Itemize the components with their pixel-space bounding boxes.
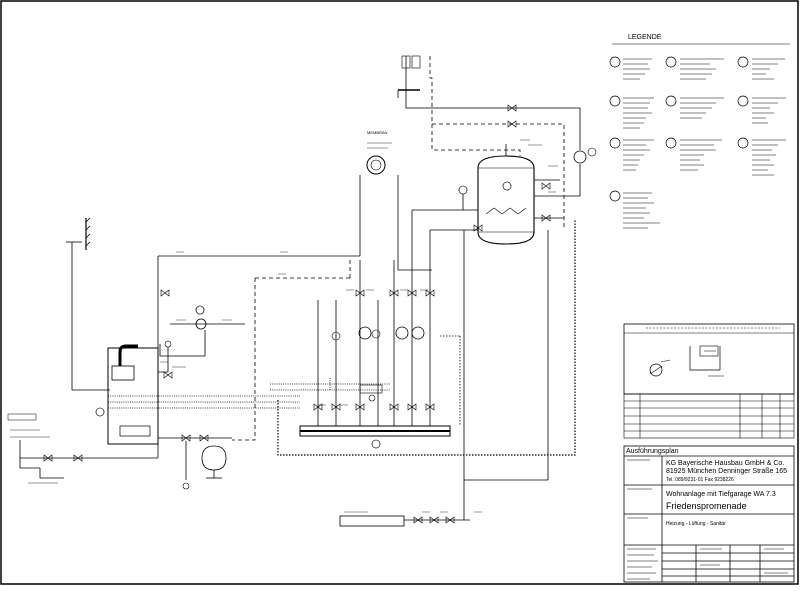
company-address: 81925 München Denninger Straße 165 (666, 468, 787, 475)
company-name: KG Bayerische Hausbau GmbH & Co. (666, 460, 784, 467)
pipe-annotations (10, 139, 558, 513)
title-block-heading: Ausführungsplan (626, 448, 679, 455)
position-markers (95, 147, 597, 449)
drawing-subject: Heizung - Lüftung - Sanitär (666, 521, 726, 527)
project-name: Friedenspromenade (666, 501, 747, 511)
detail-box (623, 323, 795, 395)
svg-text:MEMBRAN: MEMBRAN (367, 130, 388, 135)
project-line: Wohnanlage mit Tiefgarage WA 7.3 (666, 491, 776, 498)
revision-table (623, 393, 795, 439)
legend: LEGENDE (609, 34, 790, 229)
legend-title: LEGENDE (628, 34, 662, 41)
hydraulic-schematic: MEMBRAN (7, 55, 587, 527)
title-block-frame (623, 445, 795, 583)
company-contact: Tel. 089/9231-01 Fax 9238226 (666, 477, 734, 483)
